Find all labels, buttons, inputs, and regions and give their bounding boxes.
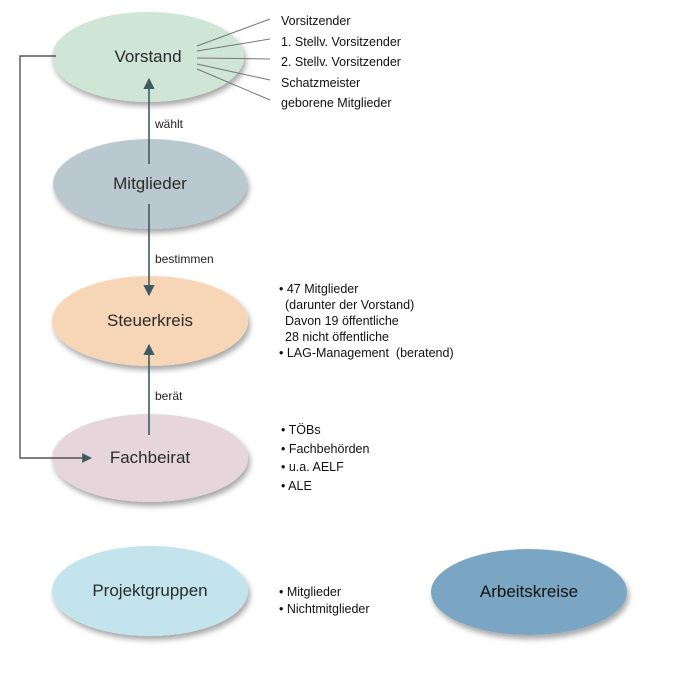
vorstand-roles: Vorsitzender 1. Stellv. Vorsitzender 2. … (281, 11, 401, 114)
edge-label-waehlt: wählt (155, 117, 184, 131)
edge-label-beraet: berät (155, 389, 183, 403)
vorstand-role: Vorsitzender (281, 14, 351, 28)
projektgruppen-node: Projektgruppen (52, 546, 248, 636)
edge-label-bestimmen: bestimmen (155, 252, 214, 266)
arrow-vorstand-to-fachbeirat (19, 55, 92, 463)
fachbeirat-shape (52, 414, 248, 502)
mitglieder-label: Mitglieder (113, 174, 187, 193)
vorstand-role: Schatzmeister (281, 75, 361, 90)
callout-line-1 (196, 18, 271, 47)
fachbeirat-note: • Fachbehörden (281, 441, 370, 456)
projektgruppen-shape (52, 546, 248, 636)
steuerkreis-note: Davon 19 öffentliche (285, 314, 399, 328)
steuerkreis-note: • 47 Mitglieder (279, 282, 359, 296)
callout-line-3 (196, 57, 271, 60)
callout-line-5 (196, 68, 271, 101)
steuerkreis-notes: • 47 Mitglieder (darunter der Vorstand) … (279, 281, 454, 361)
callout-line-2 (196, 38, 271, 52)
steuerkreis-note: (darunter der Vorstand) (285, 298, 415, 312)
arbeitskreise-shape (431, 549, 627, 635)
steuerkreis-node: Steuerkreis (52, 276, 248, 366)
fachbeirat-note: • ALE (281, 478, 312, 493)
mitglieder-node: Mitglieder (53, 139, 247, 229)
fachbeirat-node: Fachbeirat (52, 414, 248, 502)
vorstand-shape (52, 12, 244, 102)
arbeitskreise-node: Arbeitskreise (431, 549, 627, 635)
vorstand-label: Vorstand (114, 47, 182, 66)
vorstand-role: geborene Mitglieder (281, 96, 392, 110)
arbeitskreise-label: Arbeitskreise (479, 582, 579, 601)
projektgruppen-label: Projektgruppen (92, 581, 208, 600)
projektgruppen-note: • Mitglieder (279, 585, 342, 599)
vorstand-role: 2. Stellv. Vorsitzender (281, 55, 401, 69)
projektgruppen-notes: • Mitglieder • Nichtmitglieder (279, 584, 370, 618)
vorstand-node: Vorstand (52, 12, 244, 102)
callout-line-4 (196, 63, 271, 81)
fachbeirat-label: Fachbeirat (109, 448, 191, 467)
steuerkreis-note: 28 nicht öffentliche (285, 330, 390, 344)
mitglieder-shape (53, 139, 247, 229)
steuerkreis-shape (52, 276, 248, 366)
projektgruppen-note: • Nichtmitglieder (279, 602, 370, 616)
vorstand-role: 1. Stellv. Vorsitzender (281, 34, 401, 49)
steuerkreis-label: Steuerkreis (107, 311, 193, 330)
fachbeirat-notes: • TÖBs • Fachbehörden • u.a. AELF • ALE (281, 421, 369, 495)
fachbeirat-note: • u.a. AELF (281, 460, 344, 474)
fachbeirat-note: • TÖBs (281, 423, 321, 437)
steuerkreis-note: • LAG-Management (beratend) (279, 346, 454, 360)
